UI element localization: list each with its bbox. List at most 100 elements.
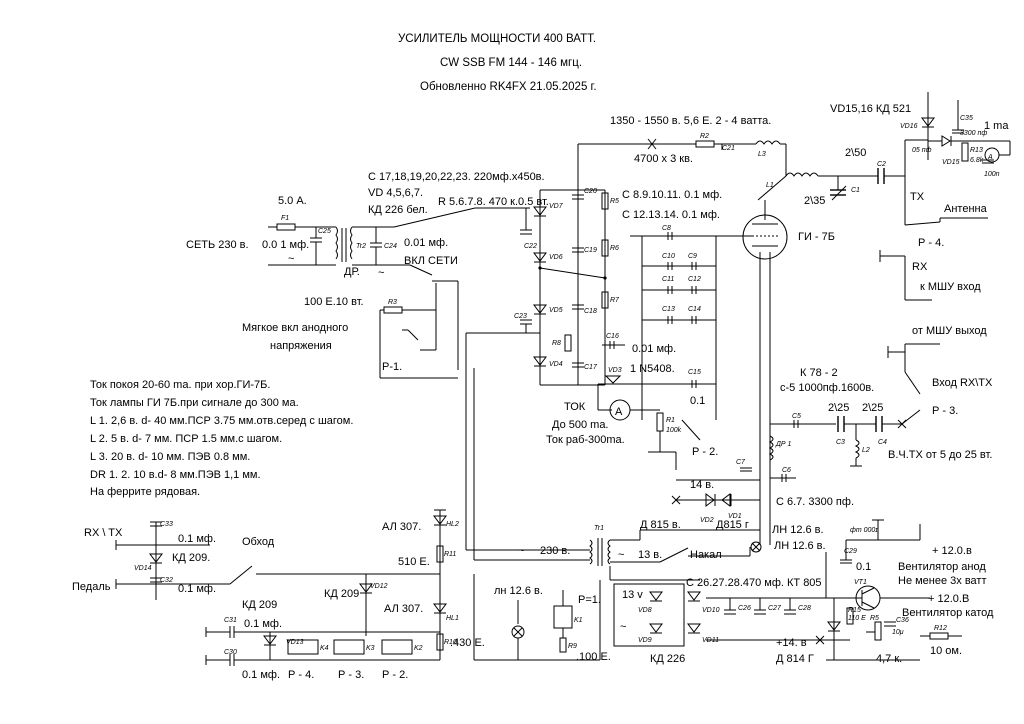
dr1-label: ДР 1	[775, 441, 792, 448]
resistor-r9	[559, 637, 567, 653]
c14-label: C14	[688, 306, 701, 313]
c29-value: 0.1	[856, 561, 871, 573]
vd16-label: VD16	[900, 123, 918, 130]
c31-label: C31	[224, 617, 237, 624]
anode-caps-value: 4700 х 3 кв.	[634, 153, 693, 165]
diode-vd10	[687, 591, 701, 601]
title-line-1: УСИЛИТЕЛЬ МОЩНОСТИ 400 ВАТТ.	[398, 33, 596, 45]
current-meter: A ТОК До 500 ma. Ток раб-300ma. R1 100k …	[546, 384, 718, 470]
vd6-label: VD6	[549, 254, 563, 261]
relay-k1	[553, 605, 573, 629]
rx-label: RX	[912, 261, 928, 273]
c-fan-label: фт 000ɪ	[850, 527, 878, 534]
vd1-label: VD1	[728, 513, 742, 520]
c26-28-label: С 26.27.28.470 мф. КТ 805	[686, 577, 822, 589]
c15-label: C15	[688, 369, 701, 376]
current-work: Ток раб-300ma.	[546, 434, 625, 446]
r15-label: R15	[848, 607, 861, 614]
k4-label: K4	[320, 645, 329, 652]
tr1-label: Tr1	[594, 525, 604, 532]
c12-14-label: С 12.13.14. 0.1 мф.	[622, 209, 720, 221]
p4-top-label: Р - 4.	[918, 237, 944, 249]
c5-type-label: с-5 1000пф.1600в.	[780, 382, 874, 394]
resistor-r8	[564, 334, 572, 352]
rf-input-label: В.Ч.TX от 5 до 25 вт.	[888, 449, 992, 461]
tx-label: TX	[910, 191, 925, 203]
c4-label: C4	[878, 439, 887, 446]
low-voltage-supply: лн 12.6 в. Р=1. K1 R9 .100 Е. 13 v ~ VD8…	[473, 519, 994, 665]
c8-label: C8	[662, 225, 671, 232]
vd12-label: VD12	[370, 583, 388, 590]
p3-bottom-label: Р - 3.	[338, 669, 364, 681]
kd209a-label: КД 209.	[172, 552, 210, 564]
antenna-switch: Антенна Р - 4. RX к МШУ вход от МШУ выхо…	[879, 203, 993, 395]
diode-vd15	[941, 135, 951, 147]
c37-label: 100n	[984, 171, 1000, 178]
r8-label: R8	[552, 340, 561, 347]
r13-label: R13	[970, 147, 983, 154]
v14-bottom-label: +14. в	[776, 637, 807, 649]
p1-label: Р-1.	[382, 361, 402, 373]
current-range: До 500 ma.	[552, 419, 609, 431]
bypass-label: Обход	[242, 536, 275, 548]
title-block: УСИЛИТЕЛЬ МОЩНОСТИ 400 ВАТТ. CW SSB FM 1…	[398, 33, 597, 93]
p3-input-label: Р - 3.	[932, 405, 958, 417]
c5-label: C5	[792, 413, 801, 420]
control-section: RX \ TX C33 0.1 мф. VD14 КД 209. Педаль …	[72, 509, 485, 681]
hl2-label: HL2	[446, 521, 459, 528]
r12-label: R12	[934, 625, 947, 632]
filament-label: Накал	[690, 549, 722, 561]
relay-k3: K3	[333, 639, 375, 655]
ac-symbol-2: ~	[378, 267, 384, 279]
vd15-16-label: VD15,16 КД 521	[830, 103, 911, 115]
c10-label: C10	[662, 253, 675, 260]
c1-label: C1	[851, 187, 860, 194]
k78-label: К 78 - 2	[800, 367, 838, 379]
c16-label: C16	[606, 333, 619, 340]
c34-label: 05 пф	[912, 147, 932, 154]
led-hl2	[433, 515, 447, 525]
output-meter: VD15,16 КД 521 05 пф VD16 VD15 C35 3300 …	[830, 92, 1011, 178]
grid-capacitors: С 8.9.10.11. 0.1 мф. С 12.13.14. 0.1 мф.…	[598, 189, 722, 407]
vd8-label: VD8	[638, 607, 652, 614]
lna-out-label: от МШУ выход	[912, 325, 987, 337]
r11-label: R11	[444, 551, 456, 558]
lna-in-label: к МШУ вход	[920, 281, 981, 293]
kd209b-label: КД 209	[324, 588, 359, 600]
resistor-r5-pot	[874, 621, 882, 641]
p4-bottom-label: Р - 4.	[288, 669, 314, 681]
c24-label: C24	[384, 243, 397, 250]
r7-label: R7	[610, 297, 620, 304]
c36-value: 10μ	[892, 629, 904, 636]
cap-row-3: C13 C14	[642, 306, 716, 324]
rxtx-label: RX \ TX	[84, 527, 123, 539]
c3-value: 2\25	[828, 402, 849, 414]
power-transformer: Tr1 230 в. ~ 13 в. ~ Накал	[465, 333, 760, 581]
r5-pot-label: R5	[870, 615, 879, 622]
r3-label: R3	[388, 299, 397, 306]
r15-value: 110 E	[848, 615, 866, 622]
notes-block: Ток покоя 20-60 ma. при хор.ГИ-7Б. Ток л…	[90, 379, 353, 498]
c30-label: C30	[224, 649, 237, 656]
c25-label: C25	[318, 228, 331, 235]
relay-k4: K4	[287, 639, 329, 655]
note-2: Ток лампы ГИ 7Б.при сигнале до 300 ма.	[90, 397, 299, 409]
c35-value: 3300 пф	[960, 130, 987, 137]
al307a-label: АЛ 307.	[382, 521, 421, 533]
r5-label: R5	[610, 198, 619, 205]
diode-vd1	[721, 493, 731, 507]
kd226-label: КД 226 бел.	[368, 204, 428, 216]
relay-k2: K2	[381, 639, 423, 655]
diode-vd4	[533, 356, 547, 367]
c33-label: C33	[160, 521, 173, 528]
n5408-label: 1 N5408.	[630, 363, 675, 375]
vd5-label: VD5	[549, 307, 563, 314]
r10-value: .430 Е.	[450, 637, 485, 649]
note-5: L 3. 20 в. d- 10 мм. ПЭВ 0.8 мм.	[90, 451, 250, 463]
soft-start-label-1: Мягкое вкл анодного	[242, 322, 348, 334]
current-label: ТОК	[564, 401, 586, 413]
diode-vd5	[533, 304, 547, 315]
filament-lamp-label: ЛН 12.6 в.	[772, 524, 824, 536]
led-hl1	[433, 603, 447, 613]
c4-value: 2\25	[862, 402, 883, 414]
